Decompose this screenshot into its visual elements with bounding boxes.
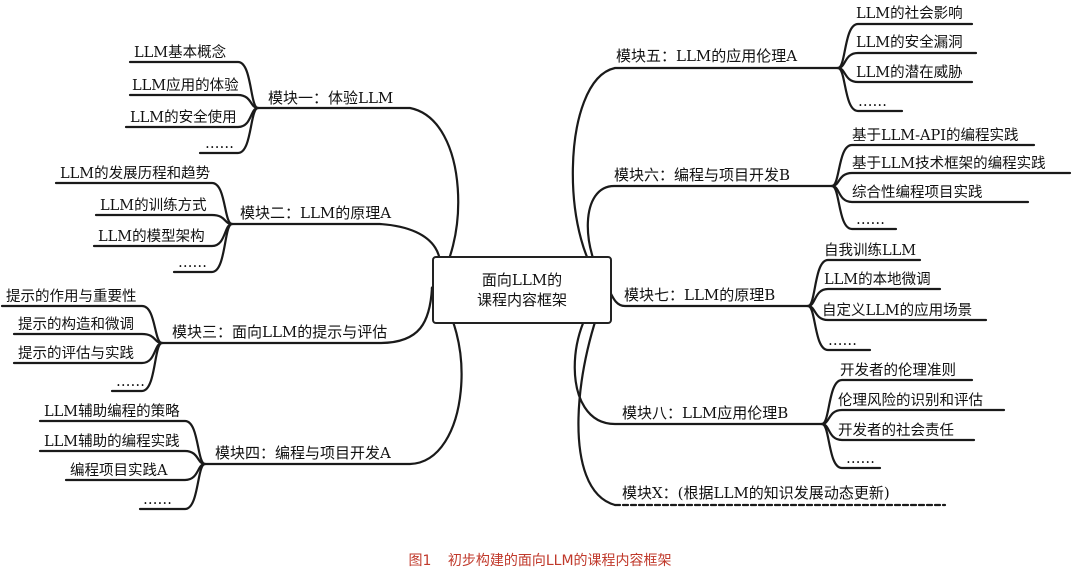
module-4-item-4: …… xyxy=(143,492,172,508)
module-5-item-4: …… xyxy=(858,94,887,110)
left-module-3-item-4-line xyxy=(110,341,164,393)
module-6-title: 模块六：编程与项目开发B xyxy=(614,166,791,184)
module-3-item-1: 提示的作用与重要性 xyxy=(6,289,137,305)
central-topic: 面向LLM的 课程内容框架 xyxy=(432,256,612,324)
module-7-item-2: LLM的本地微调 xyxy=(824,272,931,288)
module-6-item-1: 基于LLM-API的编程实践 xyxy=(852,128,1019,144)
left-module-4-item-4-line xyxy=(138,462,207,511)
module-4-item-2: LLM辅助的编程实践 xyxy=(44,434,180,450)
module-1-title: 模块一：体验LLM xyxy=(268,89,394,107)
module-3-title: 模块三：面向LLM的提示与评估 xyxy=(172,323,388,341)
module-5-item-3: LLM的潜在威胁 xyxy=(856,65,963,81)
left-module-1-item-2-line xyxy=(128,93,260,110)
right-module-5-item-4-line xyxy=(836,66,904,113)
right-module-7-item-4-line xyxy=(806,304,872,352)
central-topic-line2: 课程内容框架 xyxy=(476,291,567,309)
module-6-item-2: 基于LLM技术框架的编程实践 xyxy=(852,156,1046,172)
module-3-item-2: 提示的构造和微调 xyxy=(18,317,134,333)
branch-module-3 xyxy=(160,286,434,345)
module-x-title: 模块X：(根据LLM的知识发展动态更新) xyxy=(622,484,890,502)
left-module-2-item-4-line xyxy=(172,222,234,274)
module-2-title: 模块二：LLM的原理A xyxy=(240,204,392,222)
module-1-item-2: LLM应用的体验 xyxy=(132,78,239,94)
module-7-title: 模块七：LLM的原理B xyxy=(624,286,776,304)
branch-module-4 xyxy=(203,286,463,466)
module-4-title: 模块四：编程与项目开发A xyxy=(215,444,391,462)
central-topic-line1: 面向LLM的 xyxy=(481,271,563,289)
module-3-item-4: …… xyxy=(116,374,145,390)
module-1-item-4: …… xyxy=(205,136,234,152)
left-module-1-item-4-line xyxy=(198,106,260,155)
module-5-item-2: LLM的安全漏洞 xyxy=(856,35,963,51)
figure-caption: 图1 初步构建的面向LLM的课程内容框架 xyxy=(0,550,1080,570)
left-module-2-item-2-line xyxy=(94,213,234,226)
right-module-8-item-4-line xyxy=(820,422,882,470)
module-5-item-1: LLM的社会影响 xyxy=(856,6,963,22)
module-7-item-1: 自我训练LLM xyxy=(824,243,917,259)
module-8-item-2: 伦理风险的识别和评估 xyxy=(838,393,983,409)
module-2-item-3: LLM的模型架构 xyxy=(98,229,205,245)
figure-caption-text: 初步构建的面向LLM的课程内容框架 xyxy=(447,553,672,569)
module-4-item-3: 编程项目实践A xyxy=(70,463,168,479)
module-8-item-3: 开发者的社会责任 xyxy=(838,423,954,439)
figure-number: 图1 xyxy=(408,553,432,569)
left-module-3-item-2-line xyxy=(12,332,164,345)
branch-module-6 xyxy=(586,184,834,290)
module-3-item-3: 提示的评估与实践 xyxy=(18,346,134,362)
module-6-item-4: …… xyxy=(856,212,885,228)
module-7-item-4: …… xyxy=(828,333,857,349)
module-5-title: 模块五：LLM的应用伦理A xyxy=(616,47,798,65)
module-6-item-3: 综合性编程项目实践 xyxy=(852,185,983,201)
module-8-title: 模块八：LLM应用伦理B xyxy=(622,404,789,422)
module-7-item-3: 自定义LLM的应用场景 xyxy=(822,303,973,319)
module-1-item-3: LLM的安全使用 xyxy=(130,110,237,126)
module-2-item-1: LLM的发展历程和趋势 xyxy=(60,166,211,182)
module-4-item-1: LLM辅助编程的策略 xyxy=(44,404,180,420)
module-2-item-4: …… xyxy=(178,255,207,271)
module-8-item-4: …… xyxy=(846,451,875,467)
branch-module-1 xyxy=(256,106,460,290)
module-1-item-1: LLM基本概念 xyxy=(134,45,227,61)
right-module-6-item-4-line xyxy=(830,184,898,231)
module-8-item-1: 开发者的伦理准则 xyxy=(840,363,956,379)
module-2-item-2: LLM的训练方式 xyxy=(100,198,207,214)
branch-module-2 xyxy=(230,222,442,290)
